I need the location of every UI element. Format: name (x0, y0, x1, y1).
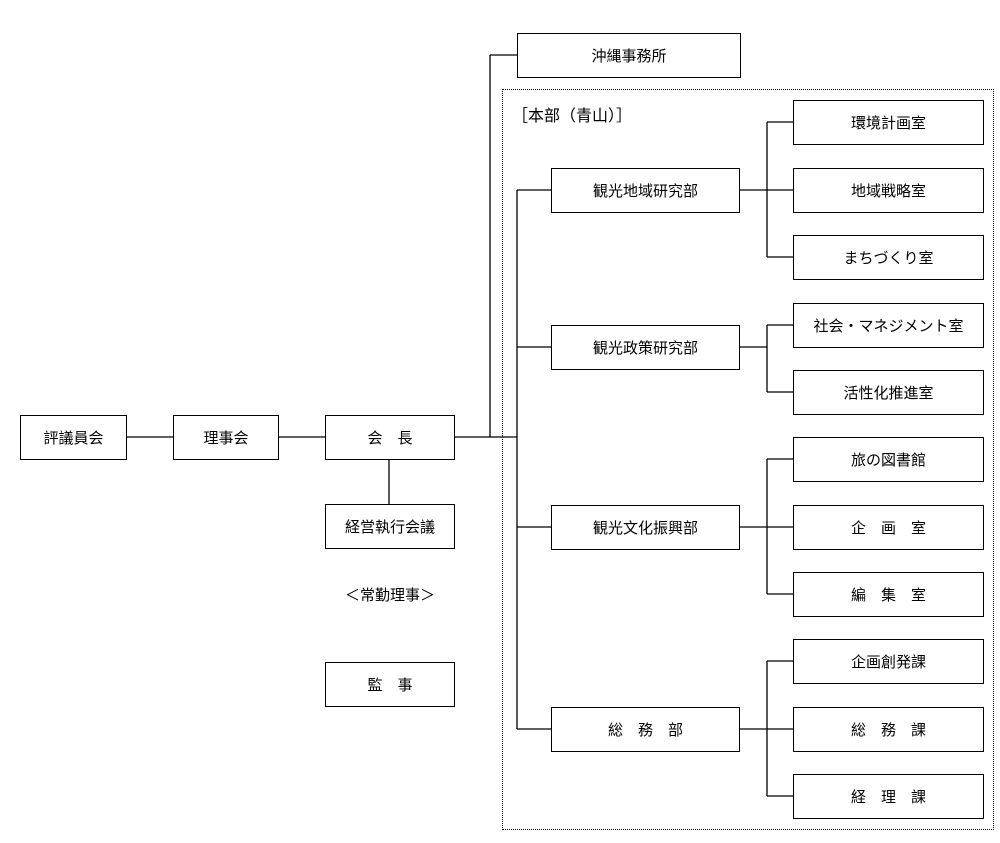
unit-box-general-affairs-section: 総 務 課 (793, 707, 984, 752)
unit-box-community-development: まちづくり室 (793, 235, 984, 280)
unit-box-society-management: 社会・マネジメント室 (793, 303, 984, 348)
headquarters-label: ［本部（青山）］ (512, 106, 633, 125)
department-box-tourism-policy-research: 観光政策研究部 (551, 325, 740, 370)
department-box-tourism-culture-promotion: 観光文化振興部 (551, 505, 740, 550)
auditor-box: 監 事 (325, 662, 455, 707)
unit-box-environmental-planning: 環境計画室 (793, 100, 984, 145)
okinawa-office-box: 沖縄事務所 (517, 33, 741, 78)
department-box-general-affairs: 総 務 部 (551, 707, 740, 752)
council-box: 評議員会 (20, 415, 127, 460)
unit-box-accounting-section: 経 理 課 (793, 774, 984, 819)
unit-box-editorial-office: 編 集 室 (793, 572, 984, 617)
standing-directors-label: ＜常勤理事＞ (344, 586, 435, 604)
department-box-tourism-regional-research: 観光地域研究部 (551, 168, 740, 213)
unit-box-revitalization-promotion: 活性化推進室 (793, 370, 984, 415)
headquarters-frame (502, 89, 994, 830)
executive-meeting-box: 経営執行会議 (325, 504, 455, 549)
board-box: 理事会 (173, 415, 279, 460)
unit-box-regional-strategy: 地域戦略室 (793, 168, 984, 213)
president-box: 会 長 (325, 415, 455, 460)
unit-box-travel-library: 旅の図書館 (793, 437, 984, 482)
unit-box-planning-innovation: 企画創発課 (793, 639, 984, 684)
unit-box-planning-office: 企 画 室 (793, 505, 984, 550)
